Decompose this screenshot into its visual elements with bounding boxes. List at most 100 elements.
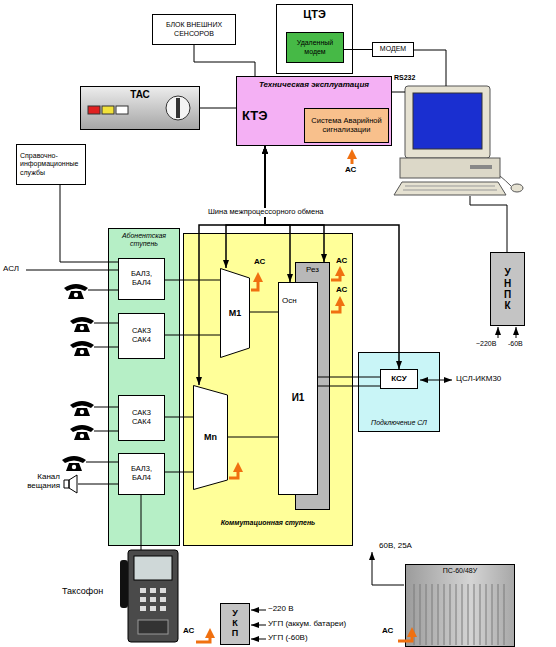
- computer: [394, 182, 506, 195]
- alarm-label: АС: [254, 257, 265, 266]
- wire: [94, 323, 118, 324]
- sensor-block-box: БЛОК ВНЕШНИХ СЕНСОРОВ: [152, 14, 236, 45]
- connector-line: [318, 377, 380, 378]
- supply-label: УГП (аккум. батареи): [268, 619, 346, 628]
- loudspeaker-icon: [64, 475, 77, 493]
- payphone: [120, 560, 128, 608]
- modem-box: МОДЕМ: [372, 42, 414, 57]
- alarm-label: АС: [183, 626, 194, 635]
- switch-unit: ОснИ1: [278, 282, 318, 495]
- wire: [94, 407, 118, 408]
- payphone: [134, 556, 172, 580]
- telephone-icon: [70, 341, 94, 356]
- telephone-icon: [62, 284, 94, 471]
- alarm-label: АС: [336, 285, 347, 294]
- multiplexer-outline: [194, 386, 228, 490]
- line-board-box-text: БАЛ3, БАЛ4: [127, 465, 156, 482]
- wire: [392, 92, 405, 93]
- supply-label: -60В: [508, 340, 523, 348]
- power-unit-text: УНПК: [503, 267, 513, 311]
- subscriber-stage-text: Абонентская ступень: [111, 232, 177, 248]
- alarm-arrow: [229, 466, 238, 478]
- alarm-arrow: [331, 270, 340, 280]
- computer: [470, 165, 492, 169]
- trunk-connection-text: Подключение СЛ: [371, 419, 427, 427]
- telephone-icon: [70, 425, 94, 440]
- info-services-box: Справочно-информационные службы: [16, 144, 86, 185]
- bus-connector: [265, 146, 290, 282]
- connector-line: [165, 335, 220, 336]
- supply-label: 60В, 25А: [379, 541, 412, 550]
- multiplexer-text: Мn: [204, 432, 217, 442]
- multiplexer: М1: [220, 268, 250, 358]
- computer: [500, 176, 511, 186]
- modem-box-text: МОДЕМ: [380, 45, 406, 53]
- supply-arrow: [251, 610, 266, 611]
- connector-line: [165, 280, 220, 281]
- rectifier-cabinet: ПС-60/48У: [405, 564, 515, 647]
- wire: [141, 495, 142, 550]
- port-label: RS232: [394, 74, 415, 82]
- wire: [414, 50, 446, 86]
- computer: [400, 158, 500, 178]
- payphone: [160, 588, 166, 593]
- payphone: [160, 606, 166, 611]
- bus-connector: [199, 146, 265, 385]
- payphone: [160, 597, 166, 602]
- power-unit: УКП: [220, 603, 250, 645]
- line-board-box-text: САК3 САК4: [127, 409, 156, 426]
- connector-line: [200, 108, 236, 109]
- payphone: [128, 550, 178, 642]
- maintenance-unit-text: КТЭ: [242, 109, 267, 124]
- tas-panel: ТАС: [80, 86, 200, 130]
- connector-line: [318, 386, 380, 387]
- multiplexer-outline: [221, 269, 250, 358]
- computer: [405, 86, 490, 158]
- alarm-arrow: [351, 153, 354, 164]
- supply-arrow: [516, 327, 517, 338]
- payphone: [140, 597, 146, 602]
- connector-line: [344, 49, 372, 50]
- supply-label: ~220В: [476, 340, 496, 348]
- line-board-box-text: САК3 САК4: [127, 327, 156, 344]
- computer: [511, 184, 523, 192]
- tas-panel-details: [166, 96, 190, 120]
- wire: [86, 462, 118, 463]
- payphone: [140, 588, 146, 593]
- bus-connector: [265, 146, 324, 262]
- computer: [403, 186, 497, 190]
- alarm-arrow: [251, 276, 258, 290]
- line-board-box: БАЛ3, БАЛ4: [118, 453, 165, 495]
- switch-unit-text: Осн: [282, 296, 297, 305]
- wire: [78, 484, 118, 485]
- reserve-unit-text: Рез: [306, 265, 319, 274]
- wire: [470, 196, 507, 252]
- payphone: [138, 620, 168, 634]
- line-board-box: САК3 САК4: [118, 313, 165, 359]
- connector-line: [165, 472, 193, 473]
- wire: [26, 270, 118, 271]
- payphone: [120, 550, 178, 642]
- rectifier-grille: [414, 584, 504, 645]
- tas-panel-details: [116, 106, 128, 114]
- tas-panel-details: [88, 96, 190, 120]
- connector-line: [194, 45, 255, 76]
- power-unit-text: УКП: [231, 609, 240, 639]
- payphone: [140, 606, 146, 611]
- trunk-label: ЦСЛ-ИКМ30: [456, 374, 501, 383]
- supply-arrow: [372, 552, 404, 585]
- multiplexer-text: М1: [229, 308, 242, 318]
- payphone: [150, 597, 156, 602]
- alarm-arrow: [331, 300, 340, 312]
- wire: [94, 347, 118, 348]
- maintenance-unit-text: Техническая эксплуатация: [259, 80, 369, 89]
- ksu-box-text: КСУ: [391, 374, 406, 383]
- supply-arrow: [498, 327, 499, 338]
- alarm-label: АС: [336, 256, 347, 265]
- wire: [26, 50, 507, 550]
- multiplexer: Мn: [193, 385, 228, 490]
- switch-unit-text: И1: [292, 392, 305, 404]
- trunk-connection: Подключение СЛ КСУ: [358, 352, 440, 432]
- telephone-icon: [70, 317, 94, 332]
